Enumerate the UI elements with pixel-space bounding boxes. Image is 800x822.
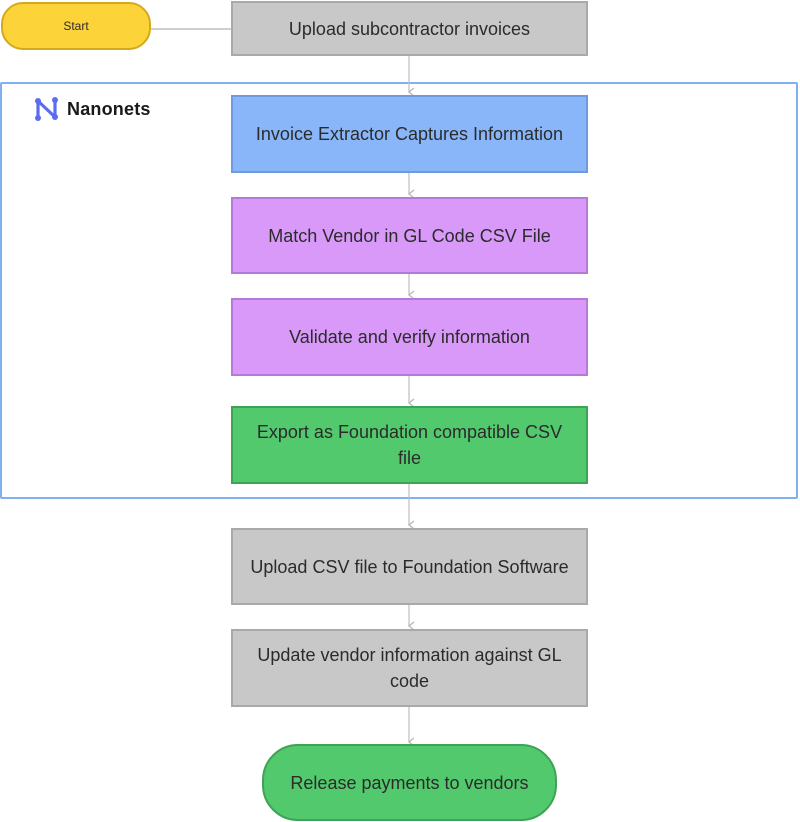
step-update-vendor: Update vendor information against GL cod…	[231, 629, 588, 707]
nanonets-group-container	[0, 82, 798, 499]
step-label: Match Vendor in GL Code CSV File	[268, 225, 551, 246]
step-upload-invoices: Upload subcontractor invoices	[231, 1, 588, 56]
nanonets-logo-icon	[35, 97, 58, 121]
step-label: Update vendor information against GL cod…	[257, 645, 562, 691]
step-validate-verify: Validate and verify information	[231, 298, 588, 376]
end-node-release-payments: Release payments to vendors	[262, 744, 557, 821]
step-invoice-extractor: Invoice Extractor Captures Information	[231, 95, 588, 173]
nanonets-logo: Nanonets	[33, 95, 151, 123]
step-label: Validate and verify information	[289, 327, 530, 347]
end-label: Release payments to vendors	[290, 772, 529, 793]
start-label: Start	[63, 19, 89, 33]
start-node: Start	[1, 2, 151, 50]
step-label: Upload CSV file to Foundation Software	[250, 556, 569, 577]
step-label: Upload subcontractor invoices	[288, 18, 531, 39]
step-export-csv: Export as Foundation compatible CSV file	[231, 406, 588, 484]
step-label: Invoice Extractor Captures Information	[255, 124, 564, 144]
step-label: Export as Foundation compatible CSV file	[256, 422, 563, 468]
step-match-vendor: Match Vendor in GL Code CSV File	[231, 197, 588, 274]
nanonets-logo-text: Nanonets	[67, 98, 151, 119]
step-upload-csv: Upload CSV file to Foundation Software	[231, 528, 588, 605]
